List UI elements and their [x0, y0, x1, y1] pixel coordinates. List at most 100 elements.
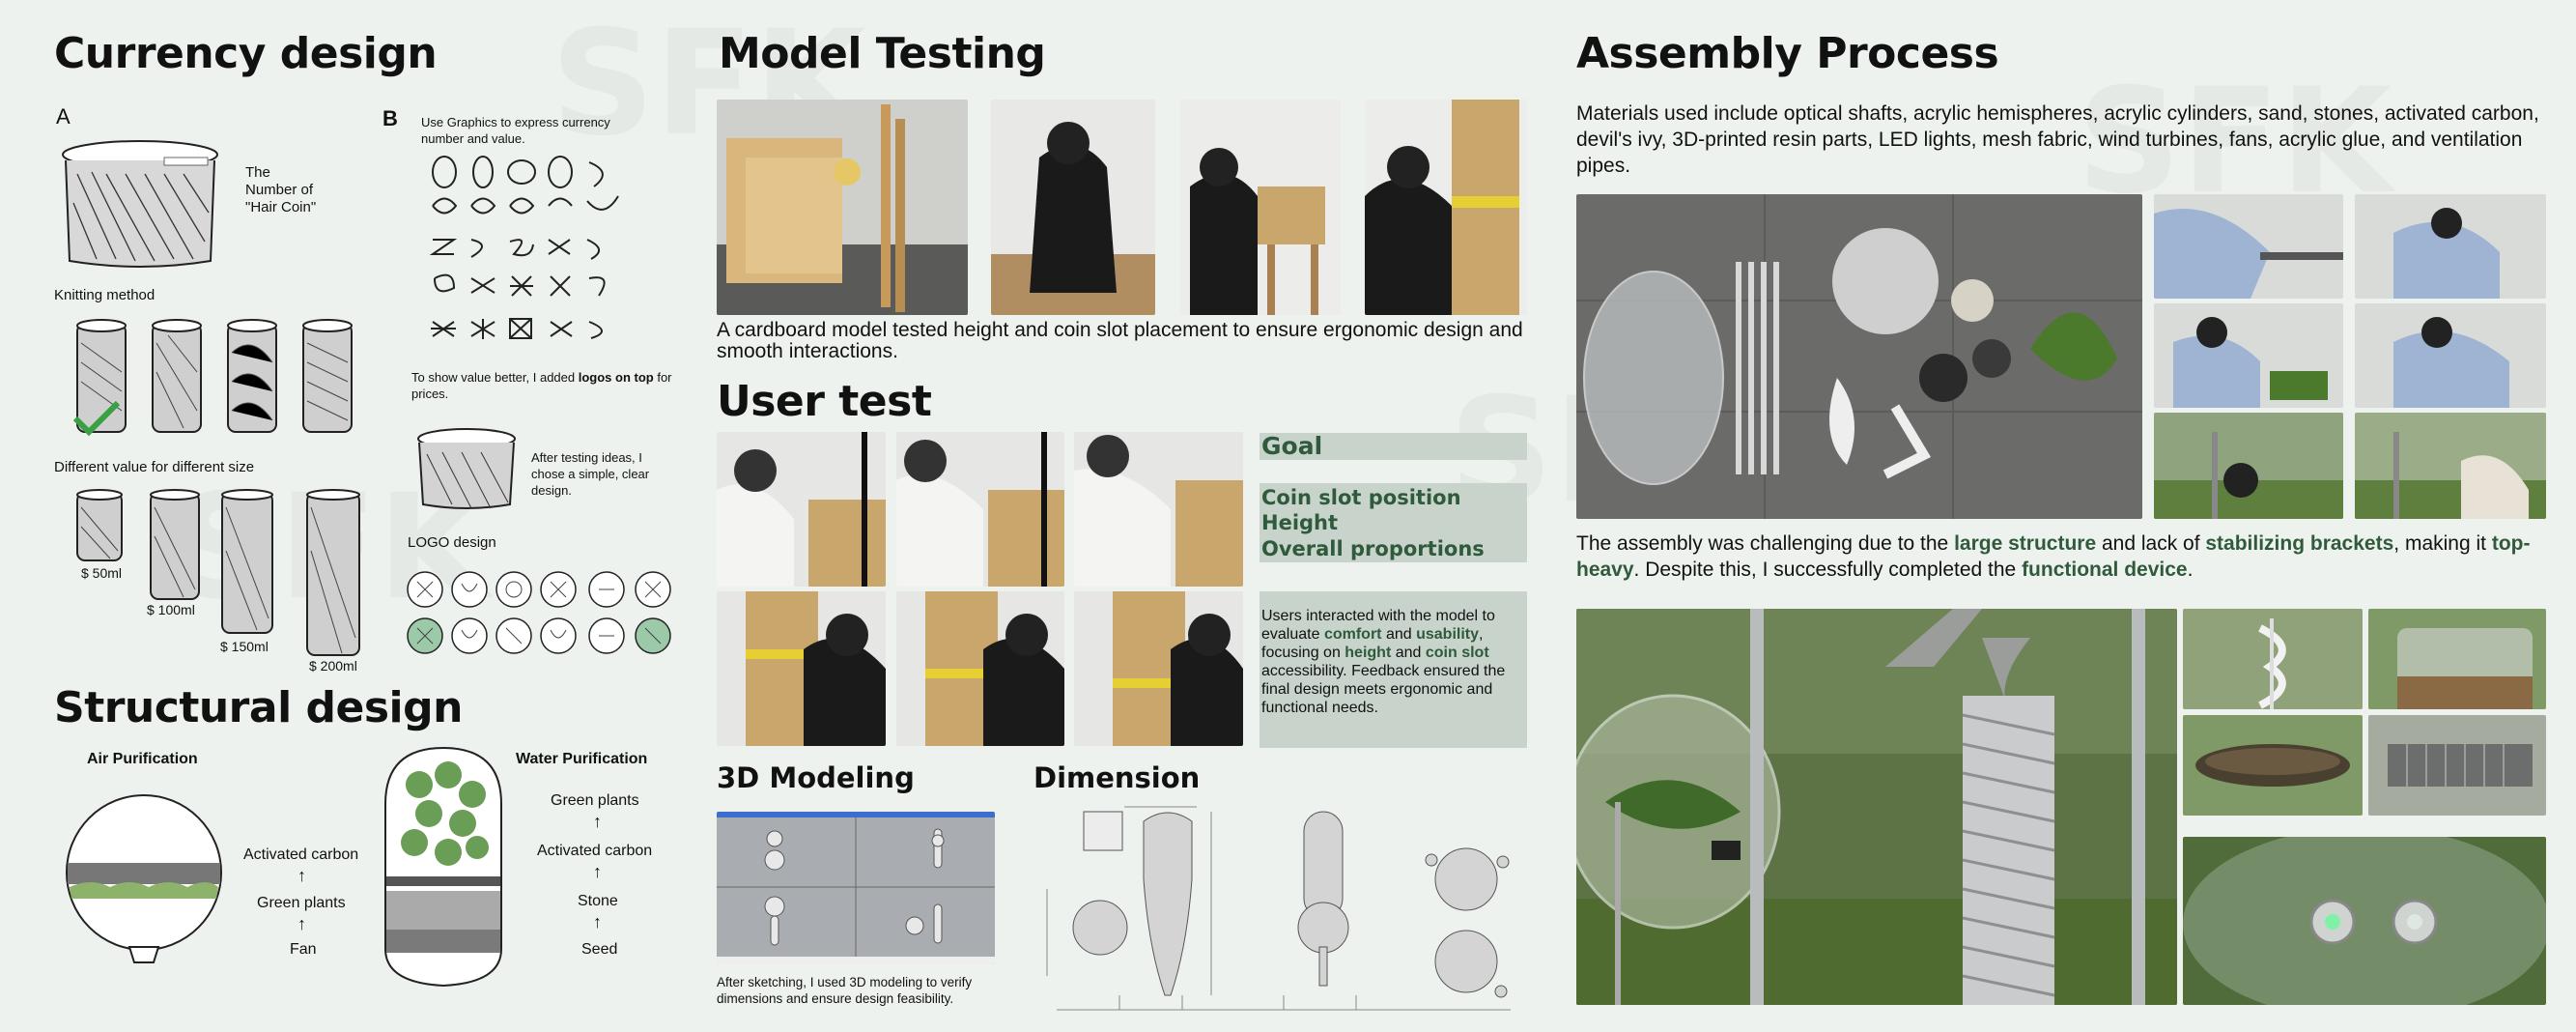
user-photo-3: [1074, 432, 1243, 587]
show-value-text: To show value better, I added logos on t…: [411, 369, 672, 402]
detail-led-photo: [2183, 837, 2546, 1005]
user-text-4: and: [1391, 645, 1426, 661]
air-chain-3: Fan: [290, 941, 317, 958]
user-summary-box: [1260, 591, 1527, 748]
simple-jar: [417, 428, 516, 509]
assembly-text-1: The assembly was challenging due to the: [1576, 532, 1955, 555]
materials-text: Materials used include optical shafts, a…: [1576, 102, 2539, 177]
knitting-jars: [72, 319, 353, 437]
size-150: $ 150ml: [220, 639, 269, 654]
arrow-up-icon: ↑: [593, 912, 602, 932]
modeling-caption: After sketching, I used 3D modeling to v…: [717, 975, 973, 1006]
arrow-up-icon: ↑: [297, 866, 306, 885]
assembly-bold-functional-device: functional device: [2022, 559, 2188, 581]
materials-layout-photo: [1576, 194, 2142, 519]
arrow-up-icon: ↑: [297, 914, 306, 933]
assembly-photo-4: [2355, 303, 2546, 408]
modeling-screenshot: [717, 812, 995, 964]
user-photo-5: [896, 591, 1064, 746]
user-photo-2: [896, 432, 1064, 587]
user-text-5: accessibility. Feedback ensured the fina…: [1261, 663, 1506, 716]
modeling-title: 3D Modeling: [717, 761, 915, 794]
detail-mesh-photo: [2368, 715, 2546, 816]
hair-coin-jar: [62, 140, 218, 268]
photo-cardboard-materials: [717, 100, 968, 315]
user-photo-4: [717, 591, 886, 746]
show-value-pre: To show value better, I added: [411, 370, 579, 385]
dimension-title: Dimension: [1033, 761, 1201, 794]
use-graphics-text: Use Graphics to express currency number …: [421, 115, 610, 146]
size-jars: [76, 489, 360, 656]
user-photo-6: [1074, 591, 1243, 746]
user-bold-usability: usability: [1416, 626, 1479, 643]
final-device-photo: [1576, 609, 2177, 1005]
photo-person-with-box: [1180, 100, 1341, 315]
knitting-label: Knitting method: [54, 287, 156, 303]
user-text-3: , focusing on: [1261, 626, 1484, 661]
dimension-drawing: [1046, 806, 1511, 1011]
arrow-up-icon: ↑: [593, 862, 602, 881]
photo-taping-model: [1365, 100, 1527, 315]
assembly-photo-1: [2154, 194, 2343, 299]
show-value-post: for prices.: [411, 370, 672, 401]
assembly-text-5: .: [2187, 559, 2194, 581]
after-testing-text: After testing ideas, I chose a simple, c…: [531, 450, 650, 498]
air-purifier-sketch: [66, 794, 222, 963]
assembly-title: Assembly Process: [1576, 29, 1999, 78]
show-value-bold: logos on top: [578, 370, 654, 385]
goal-box: [1260, 433, 1527, 460]
water-purification-label: Water Purification: [516, 751, 648, 767]
logo-grid: [407, 571, 671, 654]
goal-item-2: Height: [1261, 511, 1339, 534]
size-50: $ 50ml: [81, 565, 123, 581]
structural-title: Structural design: [54, 683, 463, 732]
user-bold-comfort: comfort: [1323, 626, 1382, 643]
model-caption: A cardboard model tested height and coin…: [717, 319, 1523, 362]
assembly-photo-2: [2355, 194, 2546, 299]
photo-cutting-cardboard: [991, 100, 1155, 315]
assembly-bold-stabilizing-brackets: stabilizing brackets: [2205, 532, 2394, 555]
size-200: $ 200ml: [309, 658, 357, 674]
water-chain-1: Green plants: [551, 792, 639, 809]
goal-item-1: Coin slot position: [1261, 486, 1461, 509]
user-test-title: User test: [717, 377, 932, 426]
water-chain-4: Seed: [581, 941, 618, 958]
hair-coin-label: The Number of "Hair Coin": [245, 164, 317, 215]
assembly-text-3: , making it: [2393, 532, 2492, 555]
water-purifier-sketch: [384, 746, 502, 988]
user-bold-height: height: [1345, 645, 1392, 661]
air-purification-label: Air Purification: [87, 751, 198, 767]
size-100: $ 100ml: [147, 602, 195, 617]
user-photo-1: [717, 432, 886, 587]
water-chain-2: Activated carbon: [537, 843, 653, 859]
logo-design-label: LOGO design: [408, 534, 496, 551]
goal-item-3: Overall proportions: [1261, 537, 1485, 560]
assembly-summary: The assembly was challenging due to the …: [1576, 530, 2542, 583]
label-a: A: [56, 104, 71, 129]
water-chain-3: Stone: [578, 893, 618, 909]
assembly-bold-top-heavy: top-heavy: [1576, 532, 2531, 581]
user-text-1: Users interacted with the model to evalu…: [1261, 608, 1495, 643]
different-value-label: Different value for different size: [54, 459, 255, 475]
model-testing-title: Model Testing: [719, 29, 1046, 78]
user-bold-coin-slot: coin slot: [1425, 645, 1489, 661]
air-chain-2: Green plants: [257, 895, 346, 911]
assembly-photo-3: [2154, 303, 2343, 408]
graphic-symbols: [429, 156, 619, 339]
detail-turbine-photo: [2183, 609, 2363, 709]
goal-label: Goal: [1261, 432, 1323, 460]
air-chain-1: Activated carbon: [243, 846, 359, 863]
user-summary-text: Users interacted with the model to evalu…: [1261, 607, 1522, 717]
user-text-2: and: [1381, 626, 1417, 643]
currency-title: Currency design: [54, 29, 438, 78]
arrow-up-icon: ↑: [593, 812, 602, 831]
assembly-text-2: and lack of: [2096, 532, 2206, 555]
assembly-photo-5: [2154, 413, 2343, 519]
goal-items-box: [1260, 483, 1527, 562]
assembly-photo-6: [2355, 413, 2546, 519]
label-b: B: [382, 106, 398, 130]
detail-cylinder-photo: [2368, 609, 2546, 709]
assembly-text-4: . Despite this, I successfully completed…: [1633, 559, 2023, 581]
detail-bowl-photo: [2183, 715, 2363, 816]
assembly-bold-large-structure: large structure: [1954, 532, 2097, 555]
